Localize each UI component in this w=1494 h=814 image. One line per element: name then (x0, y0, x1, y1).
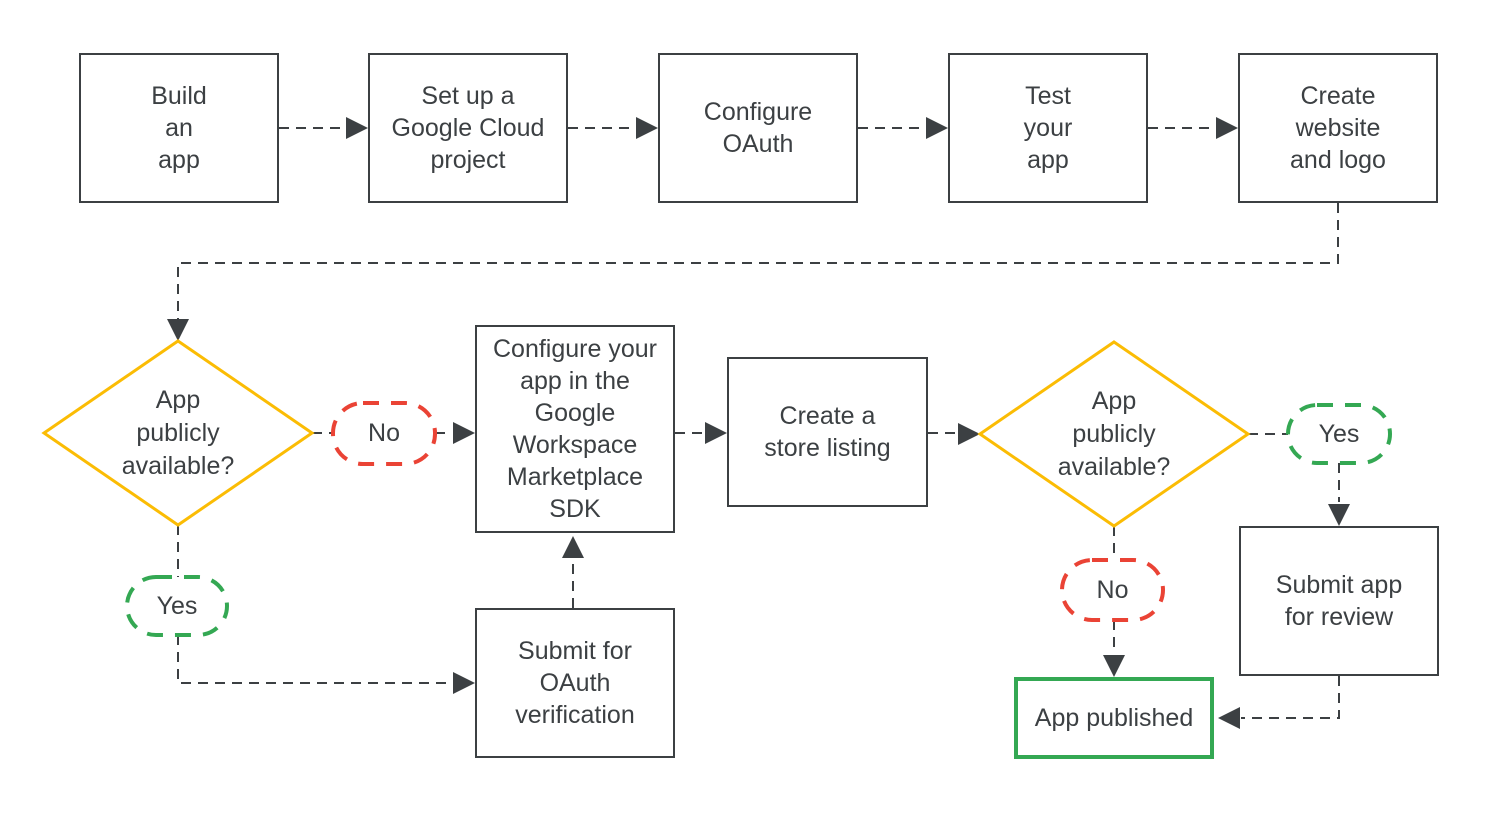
connector-yes-to-oauth-verification (177, 635, 451, 684)
node-submit-app-for-review: Submit app for review (1239, 526, 1439, 676)
node-app-published: App published (1014, 677, 1214, 759)
arrowhead-down-icon (1103, 655, 1125, 677)
node-configure-oauth: Configure OAuth (658, 53, 858, 203)
arrowhead-right-icon (453, 672, 475, 694)
no-label-left: No (368, 419, 400, 447)
arrowhead-up-icon (562, 536, 584, 558)
node-setup-google-cloud-project: Set up a Google Cloud project (368, 53, 568, 203)
decision-left-label: App publicly available? (121, 385, 235, 480)
arrowhead-right-icon (705, 422, 727, 444)
decision-diamond-right (977, 340, 1251, 528)
no-oval-right (1060, 558, 1165, 622)
node-build-an-app: Build an app (79, 53, 279, 203)
arrowhead-right-icon (453, 422, 475, 444)
arrowhead-down-icon (1328, 504, 1350, 526)
connector-website-to-decision1 (177, 203, 1339, 319)
yes-oval-right (1286, 403, 1392, 465)
node-create-website-and-logo: Create website and logo (1238, 53, 1438, 203)
node-submit-oauth-verification: Submit for OAuth verification (475, 608, 675, 758)
arrowhead-right-icon (1216, 117, 1238, 139)
decision-right-label: App publicly available? (1057, 386, 1171, 481)
connector-review-to-published (1241, 676, 1340, 719)
decision-diamond-left (41, 339, 315, 527)
node-create-store-listing: Create a store listing (727, 357, 928, 507)
node-test-your-app: Test your app (948, 53, 1148, 203)
arrowhead-left-icon (1218, 707, 1240, 729)
arrowhead-down-icon (167, 319, 189, 341)
arrowhead-right-icon (926, 117, 948, 139)
no-oval-left (331, 401, 437, 466)
no-label-right: No (1096, 575, 1129, 604)
arrowhead-right-icon (958, 423, 980, 445)
yes-label-left: Yes (156, 591, 198, 620)
node-configure-marketplace-sdk: Configure your app in the Google Workspa… (475, 325, 675, 533)
arrowhead-right-icon (346, 117, 368, 139)
yes-oval-left (125, 575, 229, 637)
arrowhead-right-icon (636, 117, 658, 139)
yes-label-right: Yes (1318, 419, 1360, 448)
